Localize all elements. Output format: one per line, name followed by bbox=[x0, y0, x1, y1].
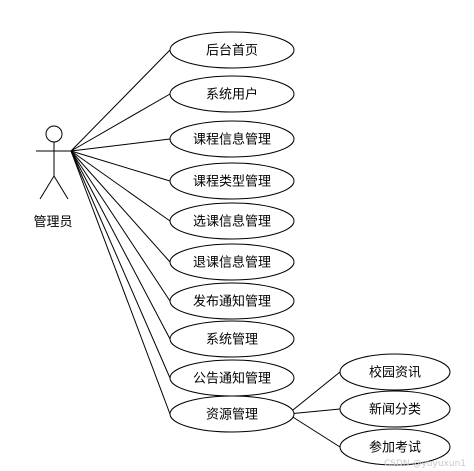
association-line-actor-uc3 bbox=[70, 138, 171, 152]
association-line-actor-uc1 bbox=[70, 49, 171, 152]
actor-admin: 管理员 bbox=[33, 125, 73, 230]
use-case-ellipse bbox=[169, 120, 295, 158]
actor-head bbox=[45, 125, 63, 143]
use-case-uc2: 系统用户 bbox=[169, 75, 295, 113]
association-line-uc10-uc12 bbox=[287, 408, 341, 415]
use-case-uc6: 退课信息管理 bbox=[169, 243, 295, 281]
use-case-uc13: 参加考试 bbox=[339, 428, 451, 466]
use-case-label: 课程信息管理 bbox=[193, 132, 271, 148]
use-case-label: 退课信息管理 bbox=[193, 255, 271, 271]
use-case-ellipse bbox=[169, 202, 295, 240]
use-case-label: 校园资讯 bbox=[369, 365, 421, 381]
association-line-actor-uc7 bbox=[70, 150, 171, 302]
use-case-label: 新闻分类 bbox=[369, 402, 421, 418]
actor-label: 管理员 bbox=[33, 215, 72, 230]
use-case-label: 选课信息管理 bbox=[193, 214, 271, 230]
association-line-actor-uc6 bbox=[70, 150, 171, 263]
use-case-uc10: 资源管理 bbox=[169, 395, 295, 433]
use-case-uc3: 课程信息管理 bbox=[169, 120, 295, 158]
use-case-label: 系统管理 bbox=[206, 333, 258, 348]
use-case-uc5: 选课信息管理 bbox=[169, 202, 295, 240]
use-case-label: 资源管理 bbox=[206, 408, 258, 423]
association-line-actor-uc4 bbox=[70, 150, 171, 182]
association-line-actor-uc10 bbox=[70, 150, 171, 415]
association-line-actor-uc5 bbox=[70, 150, 171, 222]
use-case-label: 参加考试 bbox=[369, 440, 421, 456]
use-case-uc11: 校园资讯 bbox=[339, 353, 451, 391]
association-line-actor-uc9 bbox=[70, 150, 171, 379]
use-case-label: 课程类型管理 bbox=[193, 175, 271, 190]
association-line-uc10-uc11 bbox=[287, 371, 341, 415]
use-case-uc9: 公告通知管理 bbox=[169, 359, 295, 397]
use-case-label: 后台首页 bbox=[206, 44, 258, 59]
use-case-uc1: 后台首页 bbox=[169, 31, 295, 69]
use-case-ellipse bbox=[169, 320, 295, 358]
use-case-ellipse bbox=[169, 282, 295, 320]
actor-left-leg bbox=[39, 175, 55, 200]
watermark: CSDN @yuyuxun1 bbox=[384, 459, 466, 469]
use-case-label: 发布通知管理 bbox=[193, 294, 271, 310]
association-line-uc10-uc13 bbox=[287, 413, 341, 448]
use-case-ellipse bbox=[169, 395, 295, 433]
actor-right-leg bbox=[53, 175, 69, 200]
use-case-ellipse bbox=[169, 31, 295, 69]
use-case-ellipse bbox=[169, 243, 295, 281]
use-case-ellipse bbox=[339, 353, 451, 391]
use-case-ellipse bbox=[169, 75, 295, 113]
use-case-uc12: 新闻分类 bbox=[339, 390, 451, 428]
use-case-uc8: 系统管理 bbox=[169, 320, 295, 358]
use-case-label: 公告通知管理 bbox=[193, 371, 271, 387]
use-case-ellipse bbox=[339, 428, 451, 466]
association-line-actor-uc8 bbox=[70, 150, 171, 340]
association-line-actor-uc2 bbox=[70, 93, 171, 152]
use-case-ellipse bbox=[339, 390, 451, 428]
use-case-uc4: 课程类型管理 bbox=[169, 162, 295, 200]
associations-layer bbox=[70, 49, 341, 448]
use-case-ellipse bbox=[169, 162, 295, 200]
use-cases-layer: 后台首页系统用户课程信息管理课程类型管理选课信息管理退课信息管理发布通知管理系统… bbox=[169, 31, 451, 466]
use-case-label: 系统用户 bbox=[206, 87, 258, 103]
use-case-uc7: 发布通知管理 bbox=[169, 282, 295, 320]
